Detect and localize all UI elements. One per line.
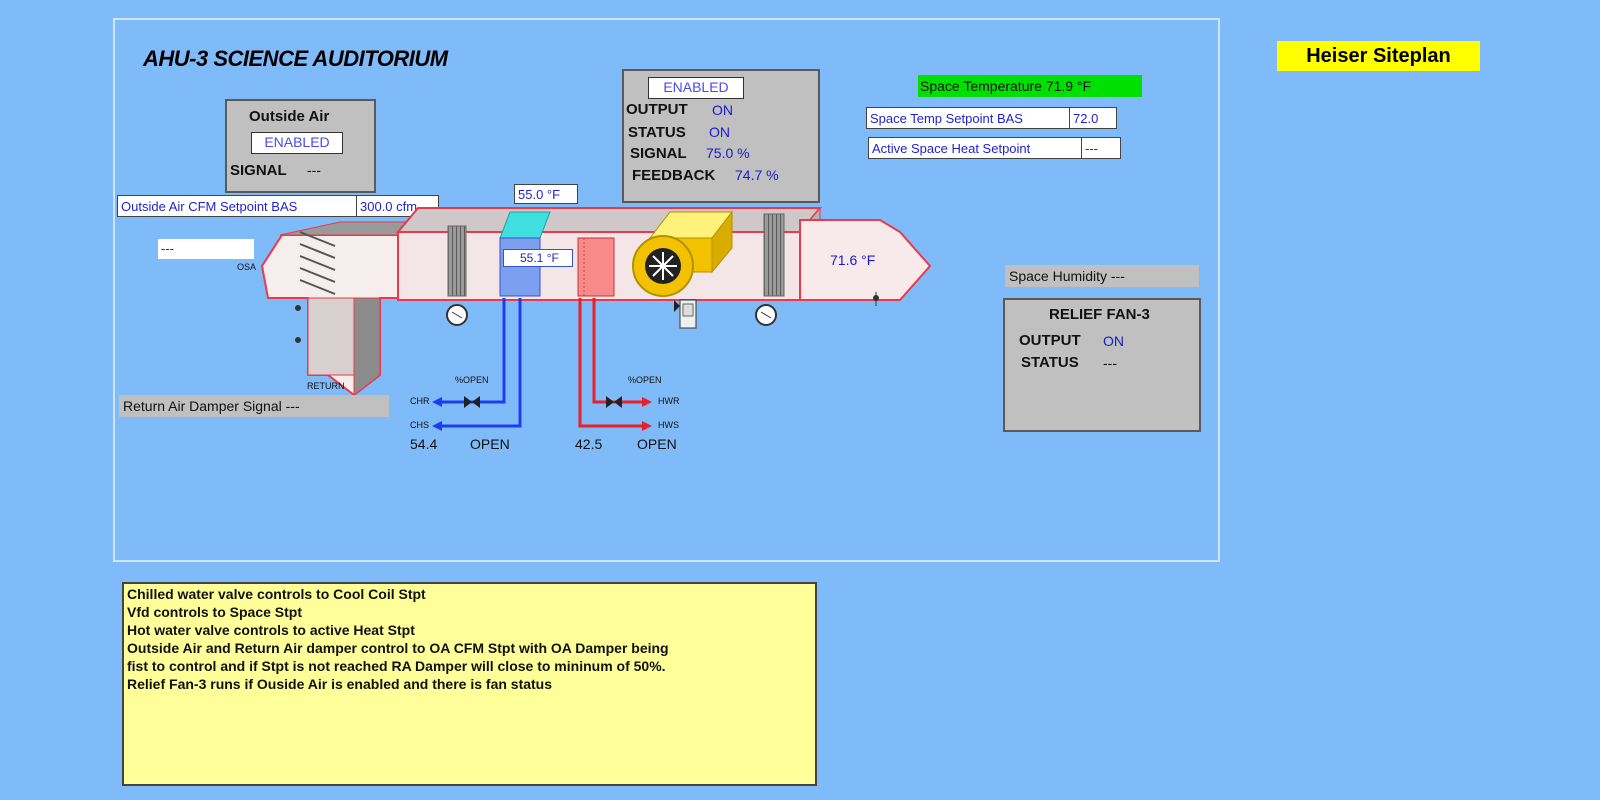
note-line: Chilled water valve controls to Cool Coi… [127, 586, 426, 602]
return-duct [307, 297, 355, 376]
fan-signal-value: 75.0 % [706, 145, 750, 161]
outside-air-enable-field[interactable]: ENABLED [251, 132, 343, 154]
space-temp-setpoint-label: Space Temp Setpoint BAS [866, 107, 1070, 129]
note-line: Hot water valve controls to active Heat … [127, 622, 415, 638]
fan-signal-label: SIGNAL [630, 145, 687, 162]
chw-valve[interactable] [464, 396, 472, 408]
chw-valve-state: OPEN [470, 436, 510, 452]
relief-fan-output-value: ON [1103, 333, 1124, 349]
oa-cfm-setpoint-label: Outside Air CFM Setpoint BAS [117, 195, 357, 217]
sequence-notes: Chilled water valve controls to Cool Coi… [122, 582, 817, 786]
hw-return-pipe [592, 298, 645, 404]
discharge-air-temp: 71.6 °F [830, 252, 876, 268]
page-title: AHU-3 SCIENCE AUDITORIUM [143, 46, 448, 71]
note-line: fist to control and if Stpt is not reach… [127, 658, 666, 674]
supply-fan-enable-field[interactable]: ENABLED [648, 77, 744, 99]
fan-status-arrow [674, 300, 680, 312]
final-filter [763, 213, 785, 297]
supply-fan-panel: ENABLED OUTPUT ON STATUS ON SIGNAL 75.0 … [622, 69, 820, 203]
chw-return-pipe [440, 298, 506, 404]
return-air-damper-signal: Return Air Damper Signal --- [119, 395, 389, 417]
fan-status-value: ON [709, 124, 730, 140]
outside-air-signal-label: SIGNAL [230, 162, 287, 179]
space-temp-setpoint-value[interactable]: 72.0 [1069, 107, 1117, 129]
outside-air-heading: Outside Air [249, 108, 330, 125]
supply-duct [799, 219, 932, 301]
hws-label: HWS [658, 420, 679, 430]
relief-fan-status-value: --- [1103, 355, 1117, 371]
graphic-panel [113, 18, 1220, 562]
oa-cfm-reading: --- [158, 239, 254, 259]
siteplan-link-button[interactable]: Heiser Siteplan [1277, 41, 1480, 71]
space-humidity: Space Humidity --- [1005, 265, 1199, 287]
hw-valve-value: 42.5 [575, 436, 603, 452]
active-heat-setpoint: Active Space Heat Setpoint --- [868, 137, 1121, 159]
relief-fan-status-label: STATUS [1021, 354, 1079, 371]
outside-air-signal-value: --- [307, 162, 321, 178]
mixed-air-temp: 55.0 °F [514, 184, 578, 204]
cooling-coil[interactable] [499, 237, 541, 297]
note-line: Relief Fan-3 runs if Ouside Air is enabl… [127, 676, 553, 692]
hw-supply-pipe [578, 298, 645, 428]
relief-fan-heading: RELIEF FAN-3 [1049, 306, 1150, 323]
fan-output-value: ON [712, 102, 733, 118]
cooling-coil-temp: 55.1 °F [503, 249, 573, 267]
fan-status-label: STATUS [628, 124, 686, 141]
note-line: Vfd controls to Space Stpt [127, 604, 303, 620]
supply-fan-housing-side [711, 210, 733, 274]
inlet-duct-top [279, 221, 411, 236]
note-line: Outside Air and Return Air damper contro… [127, 640, 669, 656]
return-damper-indicator-1 [295, 305, 301, 311]
space-temp-setpoint: Space Temp Setpoint BAS 72.0 [866, 107, 1117, 129]
hwr-label: HWR [658, 396, 680, 406]
hw-open-label: %OPEN [628, 375, 662, 385]
heating-coil[interactable] [577, 237, 615, 297]
hw-valve[interactable] [606, 396, 614, 408]
fan-feedback-value: 74.7 % [735, 167, 779, 183]
osa-label: OSA [237, 262, 257, 272]
chw-valve-value: 54.4 [410, 436, 438, 452]
oa-damper[interactable] [299, 231, 336, 295]
supply-fan-blades [649, 252, 677, 280]
fan-output-label: OUTPUT [626, 101, 688, 118]
relief-fan-panel: RELIEF FAN-3 OUTPUT ON STATUS --- [1003, 298, 1201, 432]
return-duct-side [353, 297, 381, 397]
oa-cfm-setpoint: Outside Air CFM Setpoint BAS 300.0 cfm [117, 195, 439, 217]
hw-valve-state: OPEN [637, 436, 677, 452]
chr-label: CHR [410, 396, 430, 406]
chw-open-label: %OPEN [455, 375, 489, 385]
chw-supply-pipe [440, 298, 522, 428]
active-heat-setpoint-value: --- [1081, 137, 1121, 159]
outside-air-panel: Outside Air ENABLED SIGNAL --- [225, 99, 376, 193]
chs-label: CHS [410, 420, 430, 430]
relief-fan-output-label: OUTPUT [1019, 332, 1081, 349]
space-temperature: Space Temperature 71.9 °F [918, 75, 1142, 97]
return-label: RETURN [307, 381, 345, 391]
return-damper-indicator-2 [295, 337, 301, 343]
pre-filter [447, 225, 467, 297]
fan-feedback-label: FEEDBACK [632, 167, 716, 184]
